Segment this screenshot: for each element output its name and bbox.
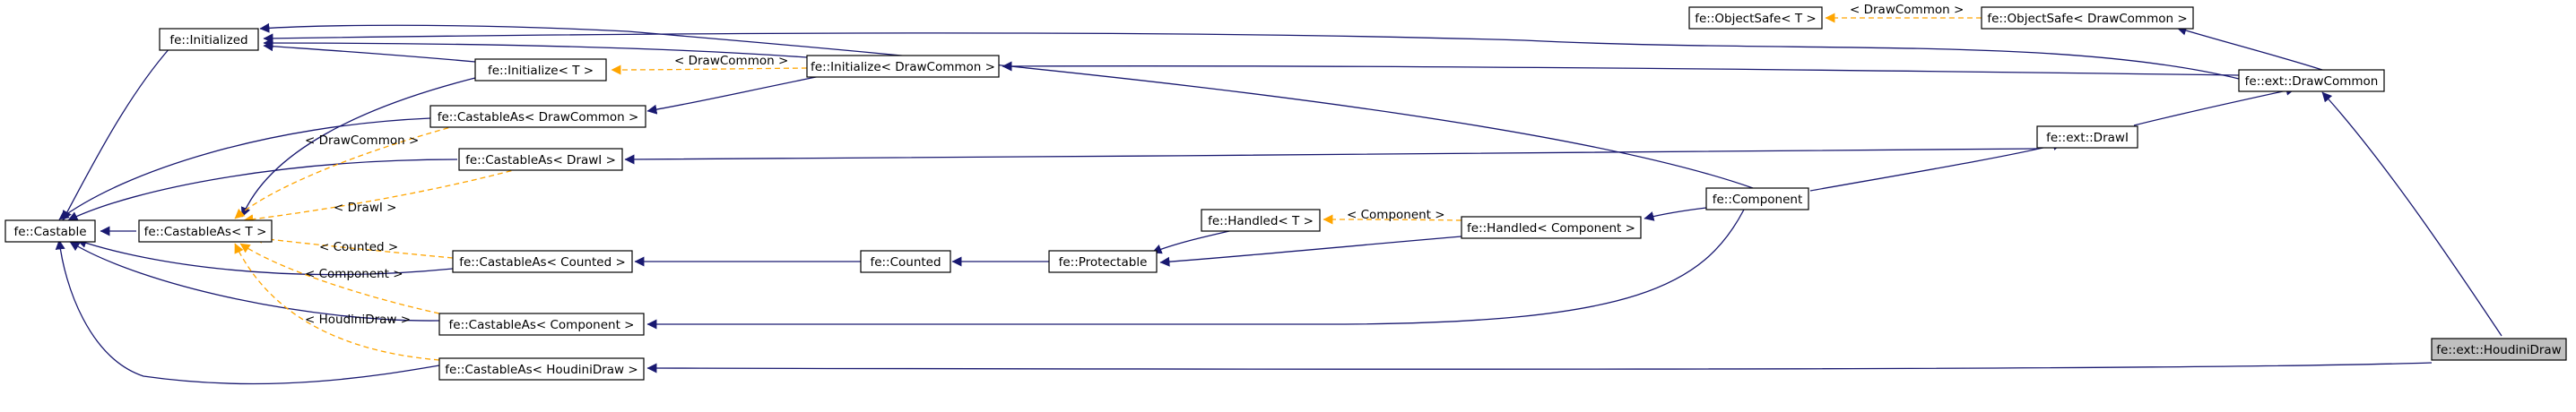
node-castableas-counted[interactable]: fe::CastableAs< Counted > (452, 250, 633, 273)
node-objectsafe-drawcommon[interactable]: fe::ObjectSafe< DrawCommon > (1981, 6, 2194, 30)
edge-handled-t-to-protectable (1151, 228, 1238, 254)
node-castableas-drawi[interactable]: fe::CastableAs< DrawI > (458, 148, 623, 171)
edge-component-to-drawi (1809, 141, 2063, 192)
edge-initialized-to-castable (62, 47, 171, 221)
svg-text:fe::CastableAs< Counted >: fe::CastableAs< Counted > (459, 255, 626, 270)
node-ext-houdinidraw[interactable]: fe::ext::HoudiniDraw (2431, 338, 2567, 361)
node-counted[interactable]: fe::Counted (860, 250, 951, 273)
node-component[interactable]: fe::Component (1705, 187, 1809, 210)
svg-text:fe::CastableAs< T >: fe::CastableAs< T > (144, 225, 267, 239)
edge-label-castableas-drawcommon: < DrawCommon > (305, 133, 419, 148)
node-ext-drawcommon[interactable]: fe::ext::DrawCommon (2238, 69, 2385, 92)
edge-drawi-to-drawcommon (2133, 85, 2296, 126)
edge-initialize-drawcommon-to-castableas-drawcommon (646, 74, 826, 115)
node-protectable[interactable]: fe::Protectable (1048, 250, 1158, 273)
node-castableas-component[interactable]: fe::CastableAs< Component > (438, 313, 645, 336)
node-initialized[interactable]: fe::Initialized (159, 28, 259, 51)
edge-label-objectsafe-drawcommon: < DrawCommon > (1850, 3, 1964, 17)
svg-text:fe::ObjectSafe< T >: fe::ObjectSafe< T > (1695, 12, 1816, 26)
node-castableas-drawcommon[interactable]: fe::CastableAs< DrawCommon > (429, 105, 646, 128)
svg-text:fe::Initialize< T >: fe::Initialize< T > (488, 64, 594, 78)
edge-initialize-drawcommon-to-initialize-t (611, 64, 808, 75)
svg-text:fe::Component: fe::Component (1713, 193, 1803, 207)
node-initialize-t[interactable]: fe::Initialize< T > (474, 58, 607, 82)
edge-label-drawi: < DrawI > (334, 201, 396, 215)
edge-houdinidraw-to-drawcommon (2321, 91, 2502, 337)
edge-castableas-counted-to-castable (76, 238, 454, 276)
node-castableas-t[interactable]: fe::CastableAs< T > (138, 219, 273, 243)
edge-label-handled-component: < Component > (1347, 208, 1445, 222)
edge-initialize-t-to-initialized (263, 41, 476, 63)
svg-text:fe::Initialized: fe::Initialized (169, 33, 247, 47)
svg-text:fe::ext::DrawCommon: fe::ext::DrawCommon (2245, 74, 2379, 89)
edge-label-castableas-component: < Component > (305, 267, 403, 281)
edge-castableas-drawi-to-castable (67, 159, 458, 221)
svg-text:fe::Initialize< DrawCommon >: fe::Initialize< DrawCommon > (811, 60, 995, 74)
node-ext-drawi[interactable]: fe::ext::DrawI (2036, 125, 2138, 149)
svg-text:fe::ext::HoudiniDraw: fe::ext::HoudiniDraw (2436, 343, 2561, 357)
svg-text:fe::ObjectSafe< DrawCommon >: fe::ObjectSafe< DrawCommon > (1987, 12, 2187, 26)
edge-castableas-drawcommon-to-castable (58, 117, 431, 220)
node-handled-component[interactable]: fe::Handled< Component > (1461, 216, 1642, 239)
edge-initialize-t-to-castableas-t (240, 77, 476, 218)
svg-text:fe::Counted: fe::Counted (870, 255, 941, 270)
edge-component-to-handled-component (1644, 207, 1707, 221)
edge-component-to-castableas-component (646, 209, 1745, 330)
edge-castableas-component-to-castableas-t (239, 243, 440, 314)
edge-drawcommon-to-initialize-drawcommon (1002, 61, 2240, 76)
edge-label-houdinidraw: < HoudiniDraw > (305, 313, 411, 327)
edge-label-counted: < Counted > (319, 240, 398, 254)
edge-handled-component-to-protectable (1159, 236, 1462, 267)
svg-text:fe::Handled< Component >: fe::Handled< Component > (1467, 221, 1635, 236)
edge-castableas-drawcommon-to-castableas-t (234, 124, 458, 219)
edge-label-initialize-drawcommon: < DrawCommon > (674, 54, 788, 68)
edge-component-to-initialized (259, 22, 1754, 189)
node-handled-t[interactable]: fe::Handled< T > (1201, 209, 1321, 232)
edge-houdinidraw-to-castableas-houdinidraw (646, 362, 2433, 373)
edge-castableas-drawi-to-castableas-t (243, 167, 521, 225)
edge-handled-component-to-handled-t (1323, 214, 1462, 225)
svg-text:fe::Protectable: fe::Protectable (1059, 255, 1148, 270)
node-castable[interactable]: fe::Castable (4, 219, 96, 243)
svg-text:fe::CastableAs< Component >: fe::CastableAs< Component > (449, 318, 635, 332)
edge-initialize-drawcommon-to-initialized (263, 38, 808, 58)
node-initialize-drawcommon[interactable]: fe::Initialize< DrawCommon > (806, 55, 1000, 78)
edge-castableas-counted-to-castableas-t (252, 233, 454, 259)
svg-text:fe::ext::DrawI: fe::ext::DrawI (2046, 131, 2129, 145)
svg-text:fe::CastableAs< HoudiniDraw >: fe::CastableAs< HoudiniDraw > (445, 363, 637, 377)
edge-castableas-houdinidraw-to-castable (55, 239, 440, 385)
svg-text:fe::Castable: fe::Castable (13, 225, 86, 239)
edge-drawi-to-castableas-drawi (624, 148, 2038, 165)
svg-text:fe::Handled< T >: fe::Handled< T > (1208, 214, 1314, 228)
svg-text:fe::CastableAs< DrawCommon >: fe::CastableAs< DrawCommon > (438, 110, 639, 124)
edge-castableas-houdinidraw-to-castableas-t (234, 243, 440, 361)
edge-drawcommon-to-initialized (263, 32, 2240, 80)
node-objectsafe-t[interactable]: fe::ObjectSafe< T > (1688, 6, 1823, 30)
node-castableas-houdinidraw[interactable]: fe::CastableAs< HoudiniDraw > (438, 357, 645, 381)
svg-text:fe::CastableAs< DrawI >: fe::CastableAs< DrawI > (465, 153, 616, 167)
edge-drawcommon-to-objectsafe-drawcommon (2176, 25, 2323, 71)
edge-castableas-component-to-castable (69, 241, 440, 322)
